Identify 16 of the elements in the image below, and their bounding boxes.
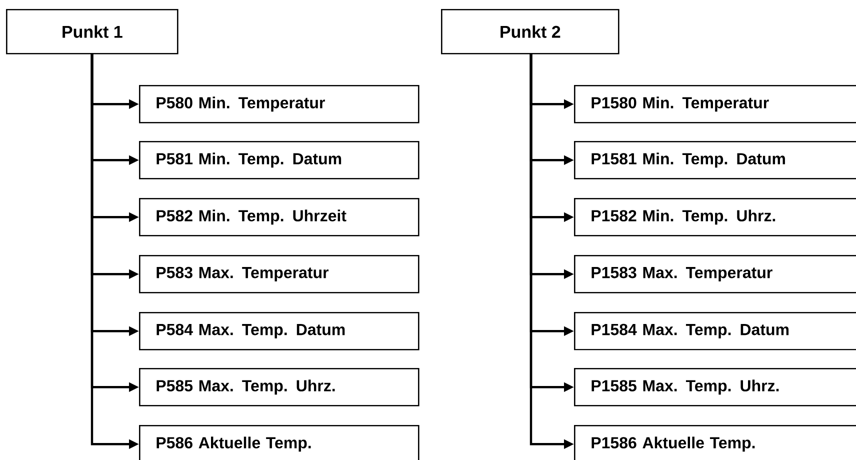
- parameter-box: P1585 Max. Temp. Uhrz.: [574, 368, 856, 406]
- parameter-box: P582 Min. Temp. Uhrzeit: [139, 198, 420, 236]
- parameter-box: P1584 Max. Temp. Datum: [574, 312, 856, 350]
- parameter-box: P583 Max. Temperatur: [139, 254, 420, 294]
- parameter-box: P584 Max. Temp. Datum: [139, 312, 420, 350]
- parameter-box: P1586 Aktuelle Temp.: [574, 424, 856, 460]
- parameter-box: P585 Max. Temp. Uhrz.: [139, 368, 420, 406]
- parameter-box: P1582 Min. Temp. Uhrz.: [574, 198, 856, 236]
- parameter-box: P1583 Max. Temperatur: [574, 254, 856, 294]
- parameter-box: P1580 Min. Temperatur: [574, 85, 856, 124]
- root-box: Punkt 2: [441, 9, 620, 54]
- parameter-box: P580 Min. Temperatur: [139, 85, 420, 124]
- parameter-box: P1581 Min. Temp. Datum: [574, 140, 856, 180]
- parameter-box: P586 Aktuelle Temp.: [139, 424, 420, 460]
- root-box: Punkt 1: [6, 9, 178, 54]
- parameter-box: P581 Min. Temp. Datum: [139, 140, 420, 180]
